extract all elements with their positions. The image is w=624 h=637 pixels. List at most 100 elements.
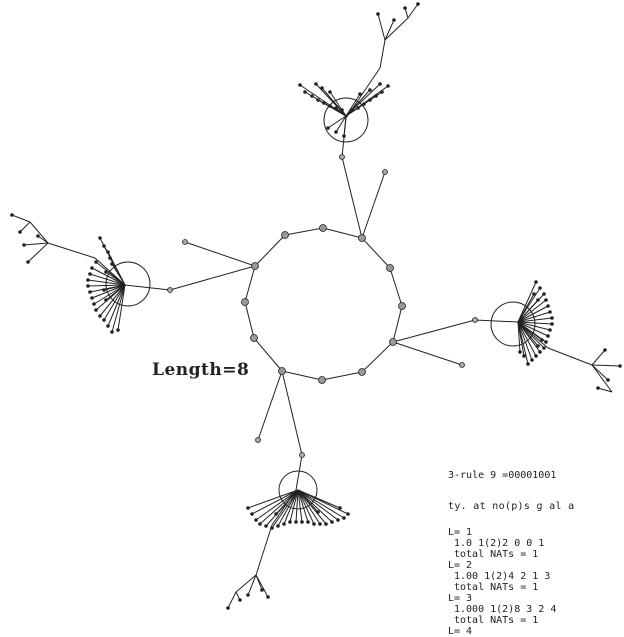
fan-edge [517, 321, 537, 357]
branch-node [459, 362, 465, 368]
fan-edge [99, 284, 126, 317]
fan-edge [295, 489, 299, 523]
cycle-edge [389, 267, 403, 307]
leaf-node [264, 524, 268, 528]
leaf-node [246, 506, 250, 510]
fan-edge [517, 321, 551, 331]
leaf-node [392, 18, 396, 22]
leaf-node [546, 334, 550, 338]
leaf-node [88, 290, 92, 294]
leaf-node [376, 12, 380, 16]
leaf-node [542, 346, 546, 350]
leaf-node [606, 378, 610, 382]
rule-title: 3-rule 9 =00001001 [448, 470, 557, 481]
branch-edge [184, 241, 256, 267]
leaf-node [274, 512, 278, 516]
leaf-node [403, 6, 407, 10]
branch-edge [379, 39, 386, 69]
leaf-node [374, 94, 378, 98]
fan-edge [271, 489, 299, 529]
leaf-node [266, 595, 270, 599]
leaf-node [246, 593, 250, 597]
leaf-node [226, 606, 230, 610]
leaf-node [538, 350, 542, 354]
leaf-node [416, 2, 420, 6]
leaf-node [316, 510, 320, 514]
level-label: L= 4 [448, 626, 473, 637]
cycle-node [389, 338, 397, 346]
leaf-node [546, 304, 550, 308]
branch-edge [29, 221, 49, 244]
level-row: 1.0 1(2)2 0 0 1 [454, 538, 545, 549]
branch-edge [37, 235, 49, 244]
cycle-node [319, 224, 327, 232]
branch-node [472, 317, 478, 323]
attractor-circle [490, 301, 536, 347]
leaf-node [328, 104, 332, 108]
leaf-node [102, 244, 106, 248]
leaf-node [548, 310, 552, 314]
leaf-node [336, 518, 340, 522]
leaf-node [90, 266, 94, 270]
branch-edge [407, 3, 419, 19]
leaf-node [324, 522, 328, 526]
leaf-node [618, 364, 622, 368]
leaf-node [362, 102, 366, 106]
leaf-node [104, 270, 108, 274]
cycle-node [318, 376, 326, 384]
leaf-node [94, 260, 98, 264]
leaf-node [106, 250, 110, 254]
fan-edge [297, 489, 333, 523]
fan-edge [297, 489, 345, 519]
leaf-node [300, 520, 304, 524]
leaf-node [526, 362, 530, 366]
branch-edge [341, 156, 363, 239]
leaf-node [88, 272, 92, 276]
branch-node [299, 452, 305, 458]
fan-edge [517, 321, 539, 347]
level-label: L= 3 [448, 593, 473, 604]
leaf-node [334, 106, 338, 110]
cycle-edge [281, 370, 323, 381]
fan-edge [517, 321, 521, 353]
leaf-node [104, 298, 108, 302]
leaf-node [386, 84, 390, 88]
leaf-node [542, 292, 546, 296]
leaf-node [368, 98, 372, 102]
branch-edge [295, 454, 303, 491]
fan-edge [117, 284, 126, 331]
branch-edge [392, 319, 476, 343]
cycle-edge [321, 371, 363, 381]
fan-edge [107, 284, 126, 327]
cycle-edge [322, 227, 363, 239]
fan-edge [327, 115, 347, 129]
leaf-node [544, 298, 548, 302]
cycle-edge [361, 341, 394, 373]
fan-edge [275, 489, 299, 515]
attractor-circle [323, 97, 369, 143]
branch-edge [474, 319, 519, 323]
leaf-node [550, 322, 554, 326]
cycle-node [250, 334, 258, 342]
branch-edge [19, 221, 31, 233]
attractor-markers [105, 97, 536, 510]
fan-edge [91, 267, 126, 286]
cycle-node [358, 368, 366, 376]
cycle-node [386, 264, 394, 272]
branch-edge [377, 13, 386, 41]
leaf-node [322, 101, 326, 105]
branch-edge [124, 284, 171, 291]
attractor-circle [105, 261, 151, 307]
cycle-edge [244, 301, 255, 339]
branch-edge [235, 574, 257, 593]
leaf-node [334, 130, 338, 134]
fan-edge [105, 284, 126, 301]
level-total: total NATs = 1 [454, 615, 539, 626]
leaf-node [312, 522, 316, 526]
fan-edge [283, 489, 299, 525]
cycle-edge [361, 237, 391, 269]
leaf-node [102, 288, 106, 292]
leaf-node [550, 316, 554, 320]
leaf-node [10, 213, 14, 217]
leaf-node [310, 94, 314, 98]
